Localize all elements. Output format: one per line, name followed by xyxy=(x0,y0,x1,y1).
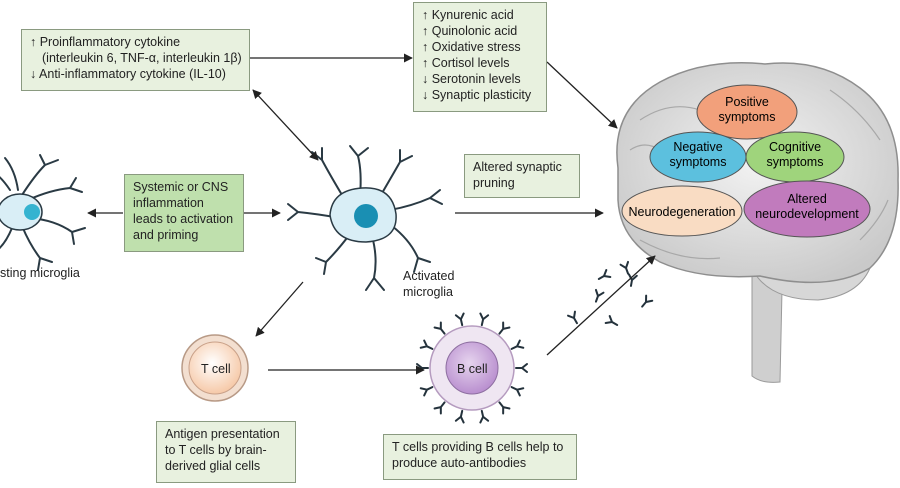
antibody-icon xyxy=(433,401,446,415)
arrow-microglia-to-tcell xyxy=(255,281,304,337)
activation-line-2: inflammation xyxy=(133,196,204,210)
metabolite-box: ↑ Kynurenic acid ↑ Quinolonic acid ↑ Oxi… xyxy=(413,2,547,112)
activation-line-3: leads to activation xyxy=(133,212,234,226)
metabolite-line-1: ↑ Kynurenic acid xyxy=(422,8,514,22)
arrows xyxy=(87,53,656,375)
cytokine-box: ↑ Proinflammatory cytokine (interleukin … xyxy=(21,29,250,91)
pruning-line-1: Altered synaptic xyxy=(473,160,562,174)
pruning-line-2: pruning xyxy=(473,176,515,190)
activation-line-1: Systemic or CNS xyxy=(133,180,229,194)
cytokine-line-2: (interleukin 6, TNF-α, interleukin 1β) xyxy=(42,51,242,65)
resting-microglia-nucleus xyxy=(24,204,40,220)
brainstem xyxy=(751,269,783,383)
antibody-icon xyxy=(454,409,465,424)
metabolite-line-5: ↓ Serotonin levels xyxy=(422,72,521,86)
activated-microglia-label: Activated microglia xyxy=(403,268,454,300)
antibody-icon xyxy=(416,363,429,373)
antibody-icon xyxy=(433,321,446,335)
free-antibody-icon xyxy=(567,310,578,325)
bcell-antibodies xyxy=(416,312,528,424)
bcell-help-line-1: T cells providing B cells help to xyxy=(392,440,564,454)
antibody-icon xyxy=(419,386,434,397)
tcell-label: T cell xyxy=(201,362,231,376)
arrow-bcell-to-brain xyxy=(546,255,656,356)
antibody-icon xyxy=(419,339,434,350)
antibody-icon xyxy=(479,409,490,424)
resting-microglia-label: sting microglia xyxy=(0,266,80,280)
antibody-icon xyxy=(515,363,528,373)
free-antibody-icon xyxy=(627,273,638,287)
arrow-cytokine-microglia xyxy=(252,89,319,161)
metabolite-line-6: ↓ Synaptic plasticity xyxy=(422,88,532,102)
bcell-help-box: T cells providing B cells help to produc… xyxy=(383,434,577,480)
antigen-line-1: Antigen presentation xyxy=(165,427,280,441)
activation-box: Systemic or CNS inflammation leads to ac… xyxy=(124,174,244,252)
tcell-body xyxy=(188,341,242,395)
antigen-line-3: derived glial cells xyxy=(165,459,261,473)
bcell-label: B cell xyxy=(457,362,488,376)
activation-line-4: and priming xyxy=(133,228,199,242)
antibody-icon xyxy=(510,339,525,350)
free-antibody-icon xyxy=(619,260,630,275)
antigen-box: Antigen presentation to T cells by brain… xyxy=(156,421,296,483)
free-antibody-icon xyxy=(597,269,612,280)
antibody-icon xyxy=(454,312,465,327)
antibody-icon xyxy=(498,321,511,335)
antibody-icon xyxy=(498,401,511,415)
activated-label-line-1: Activated xyxy=(403,269,455,283)
pruning-box: Altered synaptic pruning xyxy=(464,154,580,198)
activated-microglia-nucleus xyxy=(354,204,378,228)
neurodegeneration-text: Neurodegeneration xyxy=(628,205,735,219)
antibody-icon xyxy=(510,386,525,397)
resting-microglia-body xyxy=(0,193,43,231)
free-antibodies xyxy=(567,260,654,326)
positive-symptoms-ellipse xyxy=(696,84,798,140)
arrow-metabolite-to-brain xyxy=(546,61,618,129)
metabolite-line-2: ↑ Quinolonic acid xyxy=(422,24,518,38)
metabolite-line-4: ↑ Cortisol levels xyxy=(422,56,510,70)
bcell-body xyxy=(445,341,499,395)
neurodevelopment-ellipse xyxy=(743,180,871,238)
antibody-icon xyxy=(479,312,490,327)
free-antibody-icon xyxy=(594,288,605,303)
cytokine-line-1: ↑ Proinflammatory cytokine xyxy=(30,35,181,49)
free-antibody-icon xyxy=(604,315,619,326)
neurodegeneration-ellipse xyxy=(621,185,743,237)
cytokine-line-3: ↓ Anti-inflammatory cytokine (IL-10) xyxy=(30,67,226,81)
free-antibody-icon xyxy=(641,294,654,308)
bcell-help-line-2: produce auto-antibodies xyxy=(392,456,527,470)
metabolite-line-3: ↑ Oxidative stress xyxy=(422,40,521,54)
activated-label-line-2: microglia xyxy=(403,285,454,299)
antigen-line-2: to T cells by brain- xyxy=(165,443,267,457)
